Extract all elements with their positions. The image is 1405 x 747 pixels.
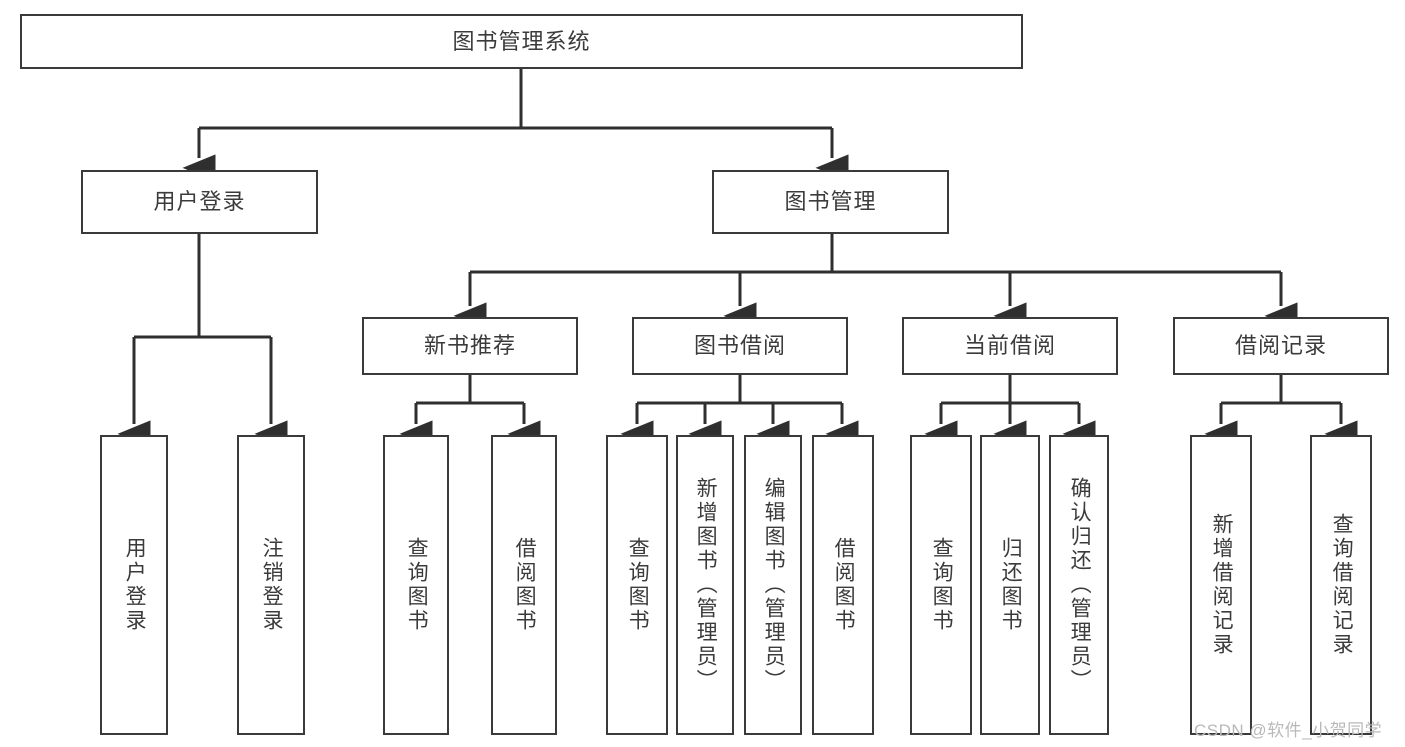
node-label: 图书借阅 [693,333,786,359]
node-label: 查询图书 [626,537,650,633]
node-leaf-confirm-return[interactable]: 确认归还（管理员） [1049,435,1109,735]
node-root-book-management-system[interactable]: 图书管理系统 [20,14,1023,69]
node-label: 归还图书 [999,537,1023,633]
node-label: 借阅图书 [513,537,537,633]
node-leaf-user-login[interactable]: 用户登录 [100,435,168,735]
node-label: 用户登录 [153,189,246,215]
csdn-watermark: CSDN @软件_小贺同学 [1194,721,1383,740]
node-leaf-query-record[interactable]: 查询借阅记录 [1310,435,1372,735]
node-label: 当前借阅 [963,333,1056,359]
node-leaf-return-book[interactable]: 归还图书 [980,435,1040,735]
node-leaf-add-record[interactable]: 新增借阅记录 [1190,435,1252,735]
node-book-manage[interactable]: 图书管理 [712,170,949,234]
node-borrow-record[interactable]: 借阅记录 [1173,317,1389,375]
node-new-book-recommend[interactable]: 新书推荐 [362,317,578,375]
node-label: 查询图书 [930,537,954,633]
node-label: 用户登录 [123,537,147,633]
node-label: 新书推荐 [423,333,516,359]
node-label: 借阅记录 [1234,333,1327,359]
node-label: 新增图书（管理员） [694,477,718,693]
node-current-borrow[interactable]: 当前借阅 [902,317,1118,375]
node-book-borrow[interactable]: 图书借阅 [632,317,848,375]
node-label: 确认归还（管理员） [1068,477,1092,693]
node-leaf-add-book[interactable]: 新增图书（管理员） [676,435,734,735]
node-label: 图书管理系统 [452,28,591,54]
node-leaf-query-book-1[interactable]: 查询图书 [383,435,449,735]
node-label: 注销登录 [260,537,284,633]
node-leaf-logout-login[interactable]: 注销登录 [237,435,305,735]
node-leaf-query-book-3[interactable]: 查询图书 [910,435,972,735]
node-leaf-borrow-book-2[interactable]: 借阅图书 [812,435,874,735]
node-user-login[interactable]: 用户登录 [81,170,318,234]
node-label: 编辑图书（管理员） [762,477,786,693]
node-label: 图书管理 [784,189,877,215]
node-leaf-edit-book[interactable]: 编辑图书（管理员） [744,435,802,735]
node-label: 借阅图书 [832,537,856,633]
node-label: 新增借阅记录 [1210,513,1234,657]
node-leaf-query-book-2[interactable]: 查询图书 [606,435,668,735]
node-label: 查询图书 [405,537,429,633]
node-label: 查询借阅记录 [1330,513,1354,657]
node-leaf-borrow-book-1[interactable]: 借阅图书 [491,435,557,735]
